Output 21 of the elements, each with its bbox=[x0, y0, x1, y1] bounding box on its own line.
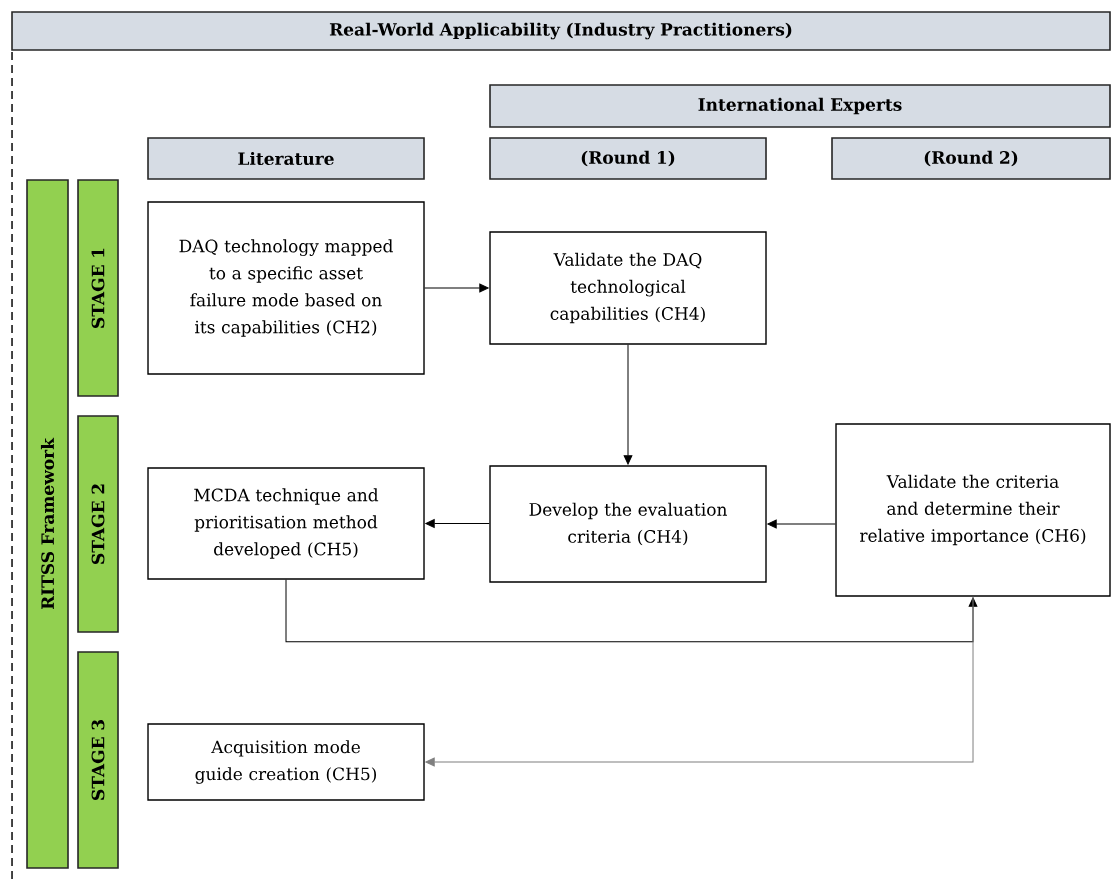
process-box: MCDA technique and prioritisation method developed (CH5) bbox=[147, 467, 425, 580]
arrow bbox=[623, 344, 633, 465]
stage-bar: RITSS Framework bbox=[26, 179, 69, 869]
arrow bbox=[285, 579, 978, 643]
header-band: International Experts bbox=[489, 84, 1111, 128]
process-box: Acquisition mode guide creation (CH5) bbox=[147, 723, 425, 801]
process-box: Validate the criteria and determine their relative importance (CH6) bbox=[835, 423, 1111, 597]
header-band: Literature bbox=[147, 137, 425, 180]
arrow bbox=[767, 519, 836, 529]
header-band: (Round 2) bbox=[831, 137, 1111, 180]
stage-bar: STAGE 3 bbox=[77, 651, 119, 869]
arrow bbox=[424, 283, 489, 293]
process-box: Validate the DAQ technological capabilities (CH4) bbox=[489, 231, 767, 345]
arrow bbox=[425, 519, 490, 528]
stage-bar: STAGE 2 bbox=[77, 415, 119, 633]
arrow bbox=[425, 596, 974, 767]
process-box: Develop the evaluation criteria (CH4) bbox=[489, 465, 767, 583]
stage-bar: STAGE 1 bbox=[77, 179, 119, 397]
process-box: DAQ technology mapped to a specific asset failure mode based on its capabilities (CH2) bbox=[147, 201, 425, 375]
header-band: (Round 1) bbox=[489, 137, 767, 180]
header-band: Real-World Applicability (Industry Practitioners) bbox=[11, 11, 1111, 51]
